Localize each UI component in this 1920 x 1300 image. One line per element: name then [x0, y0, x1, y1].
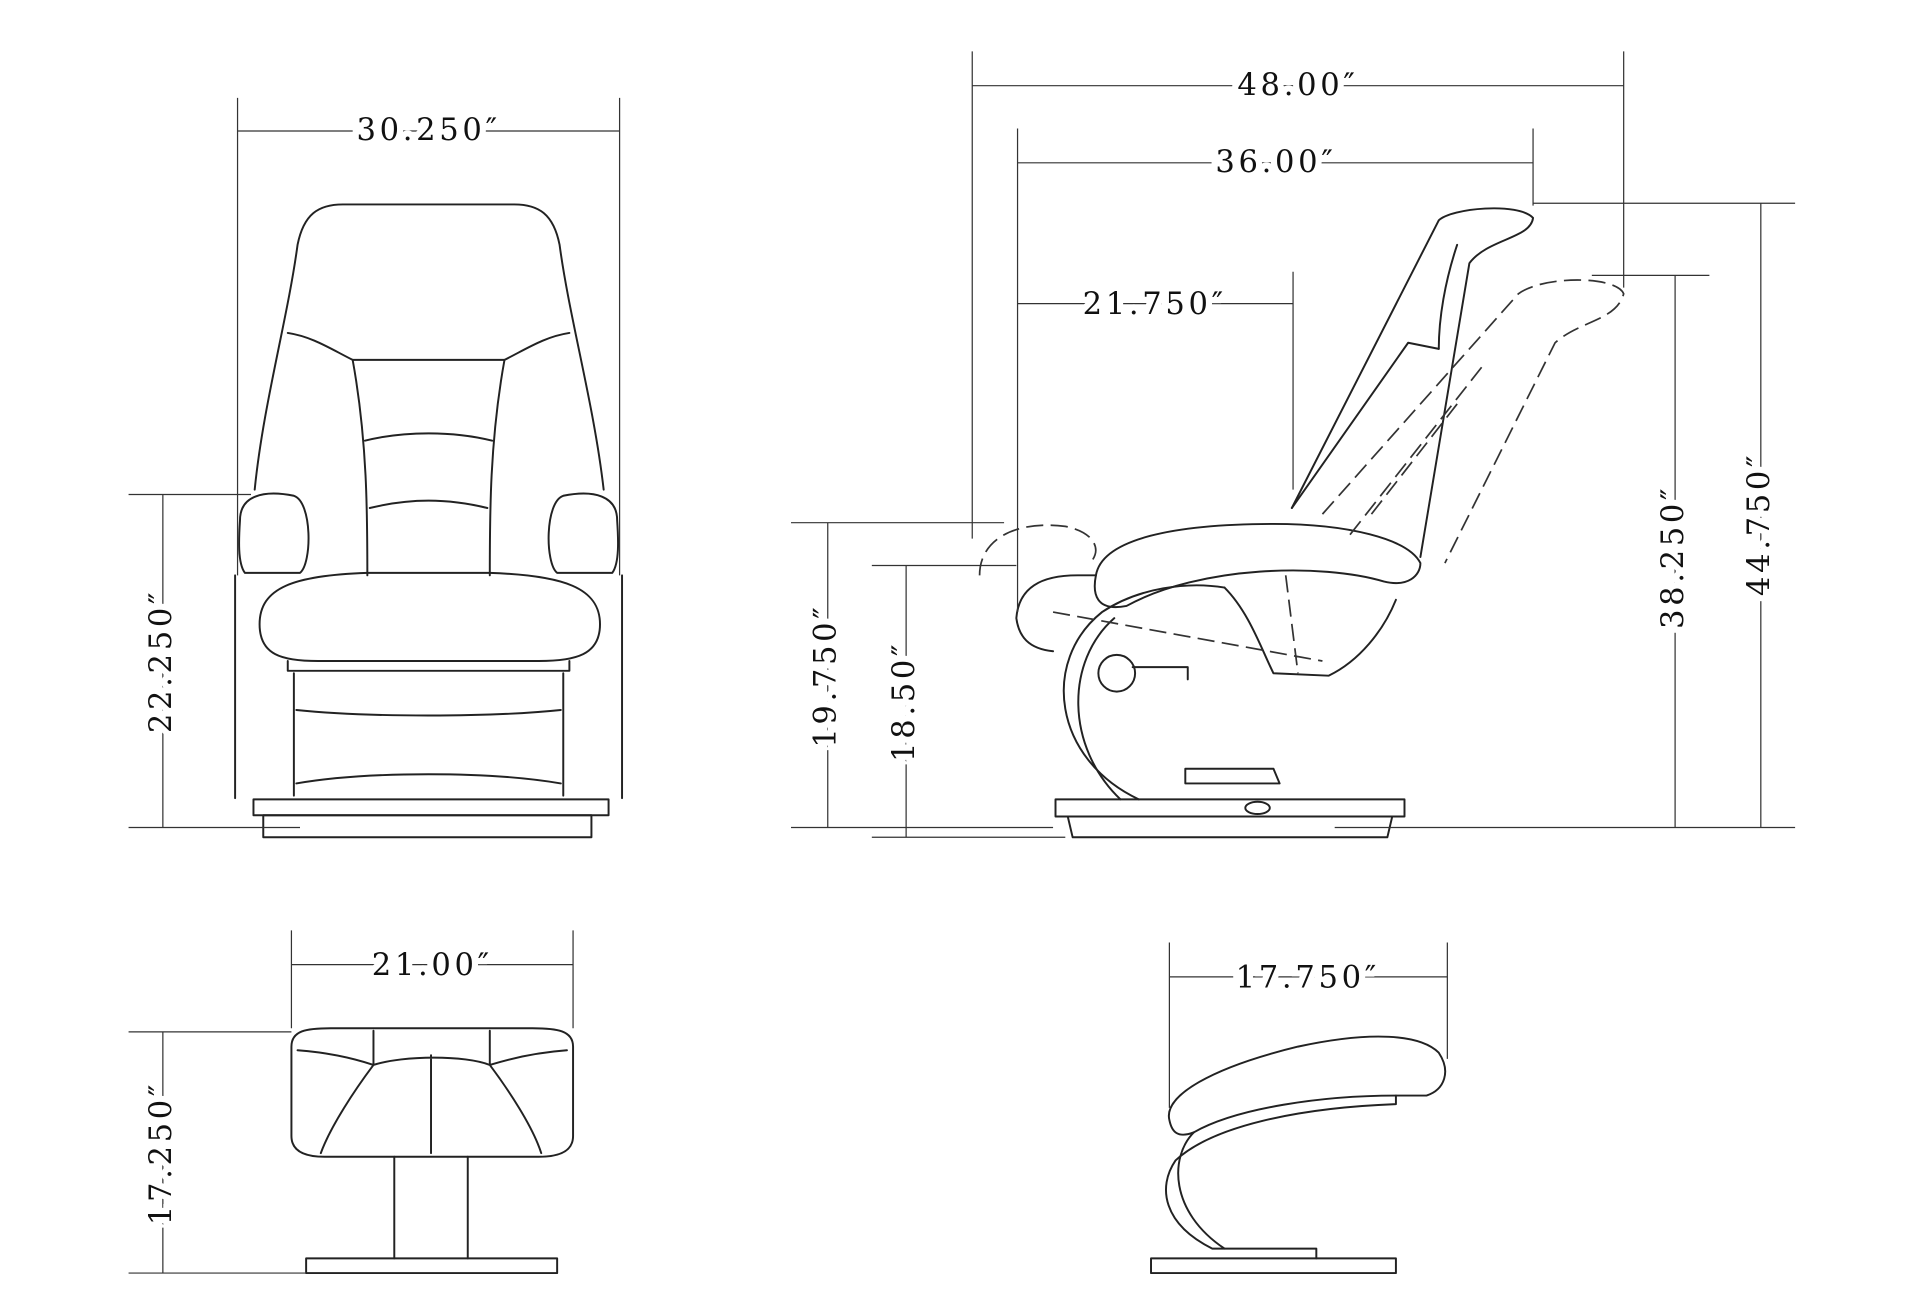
dim-ottoman-width: 21.00″ — [372, 948, 493, 983]
ottoman-side-view — [1150, 1035, 1447, 1275]
dim-chair-seat-height: 18.50″ — [887, 641, 922, 762]
ottoman-side-dimensions: 17.750″ — [1168, 942, 1448, 1108]
dim-chair-seat-depth: 21.750″ — [1083, 287, 1227, 322]
dim-chair-width: 30.250″ — [356, 113, 500, 148]
dim-chair-reclined-height: 38.250″ — [1656, 485, 1691, 629]
dim-chair-arm-height: 22.250″ — [144, 589, 179, 733]
dim-chair-upright-height: 44.750″ — [1742, 452, 1777, 596]
dim-chair-upright-length: 36.00″ — [1215, 145, 1336, 180]
dim-ottoman-depth: 17.750″ — [1236, 960, 1380, 995]
dim-ottoman-height: 17.250″ — [144, 1081, 179, 1225]
chair-front-view — [234, 203, 624, 839]
chair-side-dimensions: 48.00″ 36.00″ 21.750″ 19.750″ 18.50″ 38.… — [791, 51, 1796, 838]
dim-chair-arm-height-side: 19.750″ — [809, 604, 844, 748]
ottoman-front-dimensions: 21.00″ 17.250″ — [128, 930, 574, 1274]
chair-front-dimensions: 30.250″ 22.250″ — [128, 97, 621, 829]
chair-side-view — [978, 207, 1625, 839]
ottoman-front-view — [290, 1027, 575, 1275]
dim-chair-reclined-length: 48.00″ — [1237, 68, 1358, 103]
